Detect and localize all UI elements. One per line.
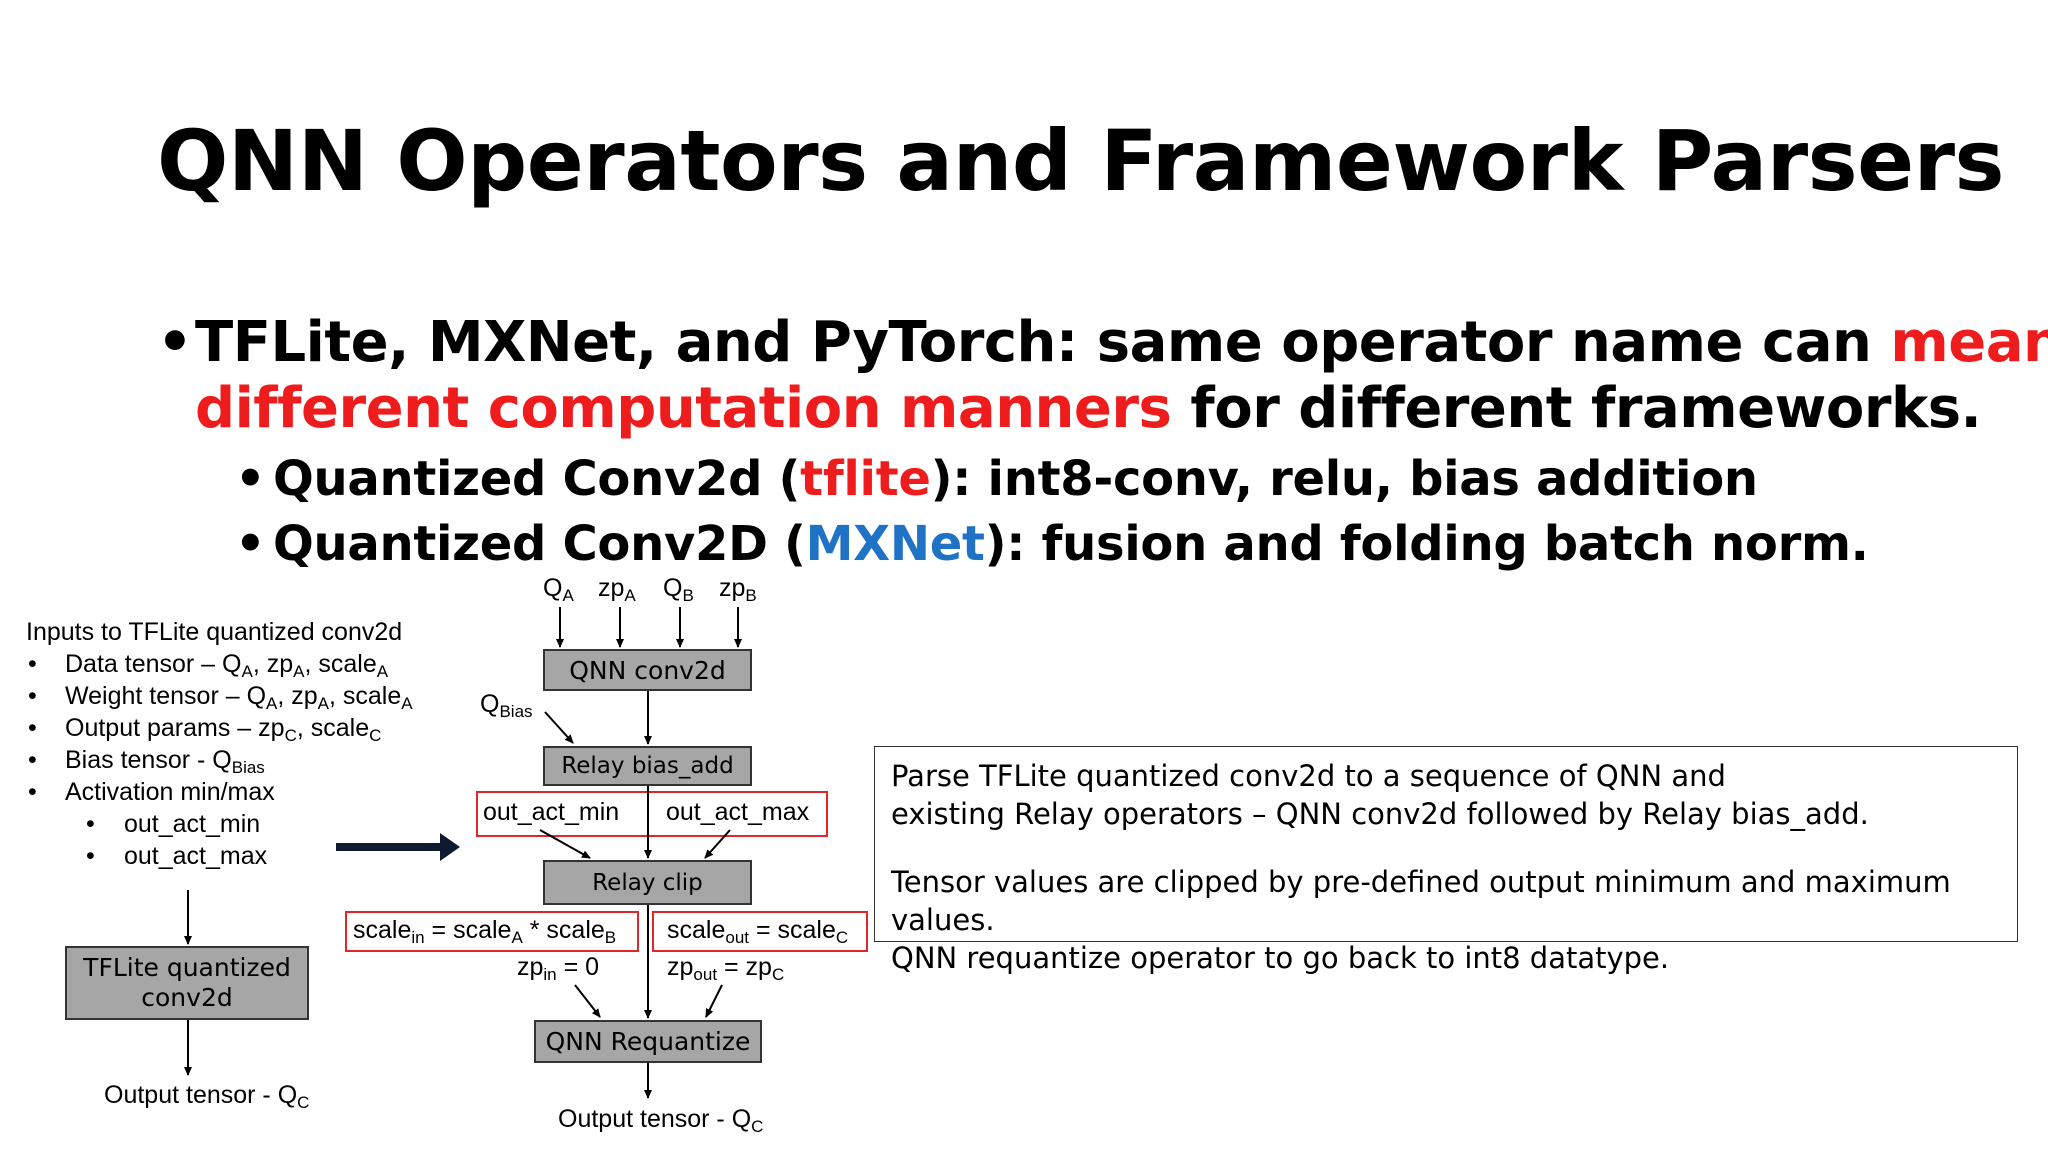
transform-arrow bbox=[336, 833, 460, 861]
zp-in-label: zpin = 0 bbox=[517, 953, 600, 984]
bullet2-framework: tflite bbox=[800, 451, 931, 507]
arrow-zp-in bbox=[574, 984, 601, 1018]
sub-bullet-dot: • bbox=[86, 810, 95, 838]
arrow-qbias bbox=[544, 711, 574, 744]
bullet3-pre: Quantized Conv2D ( bbox=[273, 516, 806, 572]
right-output-tensor: Output tensor - QC bbox=[558, 1105, 764, 1136]
arrow-zp-out bbox=[705, 984, 723, 1018]
qnn-conv2d-box: QNN conv2d bbox=[543, 649, 752, 691]
bullet-dot: • bbox=[28, 778, 37, 806]
bias-tensor-item: Bias tensor - QBias bbox=[65, 746, 265, 777]
note-line4: QNN requantize operator to go back to in… bbox=[891, 941, 1670, 975]
left-output-tensor: Output tensor - QC bbox=[104, 1081, 310, 1112]
tflite-box-line1: TFLite quantized bbox=[83, 953, 291, 982]
bullet2-pre: Quantized Conv2d ( bbox=[273, 451, 801, 507]
bullet-dot: • bbox=[28, 682, 37, 710]
note-line2: existing Relay operators – QNN conv2d fo… bbox=[891, 797, 1869, 831]
scale-out-label: scaleout = scaleC bbox=[667, 916, 849, 947]
data-tensor-item: Data tensor – QA, zpA, scaleA bbox=[65, 650, 389, 681]
bullet-dot: • bbox=[235, 451, 266, 507]
tflite-box-line2: conv2d bbox=[141, 983, 233, 1012]
bullet3-post: ): fusion and folding batch norm. bbox=[984, 516, 1869, 572]
inputs-heading: Inputs to TFLite quantized conv2d bbox=[26, 618, 403, 646]
bullet3-framework: MXNet bbox=[805, 516, 985, 572]
bullet-dot: • bbox=[28, 714, 37, 742]
sub-bullet-dot: • bbox=[86, 842, 95, 870]
qnn-requantize-box: QNN Requantize bbox=[534, 1020, 762, 1063]
input-qa: QA bbox=[543, 574, 574, 605]
qbias-label: QBias bbox=[480, 690, 533, 721]
main-bullet: • TFLite, MXNet, and PyTorch: same opera… bbox=[157, 310, 2048, 450]
scale-in-box bbox=[345, 911, 639, 952]
bullet-dot: • bbox=[28, 746, 37, 774]
bullet-dot: • bbox=[235, 516, 266, 572]
scale-out-box bbox=[652, 911, 868, 952]
bullet1-text-end: for different frameworks. bbox=[1171, 376, 1982, 441]
tflite-conv2d-box: TFLite quantized conv2d bbox=[65, 946, 309, 1020]
zp-out-label: zpout = zpC bbox=[667, 953, 785, 984]
bullet1-highlight-mean: mean bbox=[1890, 310, 2048, 375]
bullet-dot: • bbox=[28, 650, 37, 678]
output-params-item: Output params – zpC, scaleC bbox=[65, 714, 382, 745]
input-qb: QB bbox=[663, 574, 694, 605]
bullet-dot: • bbox=[157, 310, 193, 375]
bullet1-text: TFLite, MXNet, and PyTorch: same operato… bbox=[195, 310, 1891, 375]
input-zpb: zpB bbox=[719, 574, 757, 605]
relay-bias-add-box: Relay bias_add bbox=[543, 746, 752, 786]
slide-title: QNN Operators and Framework Parsers bbox=[157, 112, 2005, 210]
weight-tensor-item: Weight tensor – QA, zpA, scaleA bbox=[65, 682, 413, 713]
bullet1-highlight-different: different computation manners bbox=[195, 376, 1172, 441]
out-act-min-label: out_act_min bbox=[483, 798, 620, 826]
out-act-box bbox=[476, 791, 828, 837]
arrow-out-act-min bbox=[539, 829, 591, 859]
arrow-out-act-max bbox=[704, 829, 731, 859]
description-note: Parse TFLite quantized conv2d to a seque… bbox=[874, 746, 2018, 975]
act-min-item: out_act_min bbox=[124, 810, 261, 838]
out-act-max-label: out_act_max bbox=[666, 798, 810, 826]
scale-in-label: scalein = scaleA * scaleB bbox=[353, 916, 617, 947]
note-line3: Tensor values are clipped by pre-defined… bbox=[891, 865, 1951, 937]
note-line1: Parse TFLite quantized conv2d to a seque… bbox=[891, 759, 1726, 793]
act-max-item: out_act_max bbox=[124, 842, 268, 870]
input-zpa: zpA bbox=[598, 574, 636, 605]
relay-clip-box: Relay clip bbox=[543, 860, 752, 905]
bullet2-post: ): int8-conv, relu, bias addition bbox=[930, 451, 1758, 507]
activation-item: Activation min/max bbox=[65, 778, 275, 806]
